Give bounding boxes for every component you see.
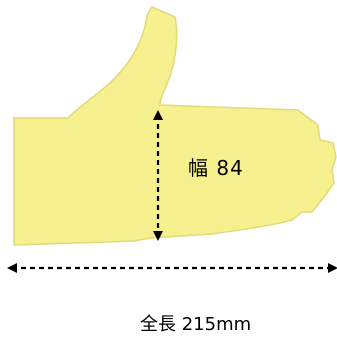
total-length-label: 全長 215mm [140, 314, 252, 335]
width-label: 幅 84 [188, 156, 244, 180]
thumbs-up-hand-icon [13, 6, 337, 246]
